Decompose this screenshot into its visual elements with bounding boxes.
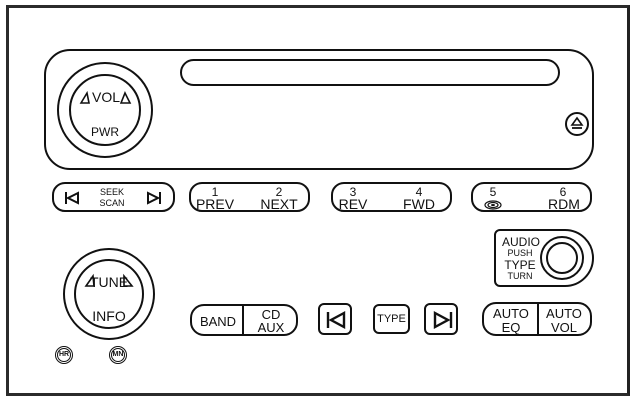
seek-label: SEEK [99,187,124,197]
skip-back-icon [326,311,346,329]
preset-5-6-button[interactable]: 5 6 RDM [471,182,592,212]
eject-icon [570,116,584,129]
band-button[interactable]: BAND [199,314,237,329]
eject-button[interactable] [565,112,589,136]
preset-5-number: 5 [489,185,497,199]
seek-back-icon [65,191,79,205]
volume-knob-inner [69,74,141,146]
hr-label: HR [58,351,70,358]
seek-forward-icon [147,191,161,205]
scan-label: SCAN [99,198,125,208]
cd-panel [44,49,594,170]
audio-panel: AUDIO PUSH TYPE TURN [494,229,594,287]
info-label: INFO [92,308,126,324]
prev-track-button[interactable] [318,303,352,335]
mn-button[interactable]: MN [109,346,127,364]
cd-slot [180,59,560,86]
tune-knob-inner [74,259,144,329]
cd-label[interactable]: CD [261,307,281,322]
preset-1-number: 1 [211,185,219,199]
power-label: PWR [91,125,119,139]
turn-label: TURN [507,271,533,281]
auto-eq-vol-button-group: AUTO EQ AUTO VOL [482,302,592,336]
band-cdaux-divider [242,306,244,334]
tune-knob[interactable] [63,248,155,340]
preset-2-number: 2 [275,185,283,199]
vol-arrows-icon [79,90,132,104]
preset-4-label: FWD [403,196,435,212]
volume-label: VOL [91,89,120,105]
tune-label: TUNE [89,274,129,290]
mn-label: MN [112,351,124,358]
push-label: PUSH [507,248,533,258]
next-track-button[interactable] [424,303,458,335]
audio-label: AUDIO [502,235,541,249]
seek-scan-button[interactable]: SEEK SCAN [52,182,175,212]
type-label: TYPE [377,313,406,325]
preset-6-label: RDM [548,196,580,212]
type-button[interactable]: TYPE [373,304,410,334]
preset-3-4-button[interactable]: 3 REV 4 FWD [331,182,452,212]
disc-icon [484,200,502,210]
type-label-audio: TYPE [504,258,536,272]
skip-forward-icon [433,311,453,329]
auto-eq-line1[interactable]: AUTO [493,306,529,321]
hr-button[interactable]: HR [55,346,73,364]
preset-6-number: 6 [559,185,567,199]
auto-divider [537,304,539,334]
audio-knob[interactable] [540,236,584,280]
auto-vol-line2[interactable]: VOL [550,320,577,335]
audio-knob-inner [546,242,578,274]
preset-4-number: 4 [415,185,423,199]
preset-3-label: REV [338,196,368,212]
volume-knob[interactable] [57,62,153,158]
tune-arrows-icon [84,273,134,287]
preset-2-label: NEXT [260,196,298,212]
auto-eq-line2[interactable]: EQ [501,320,521,335]
preset-1-2-button[interactable]: 1 PREV 2 NEXT [189,182,310,212]
preset-1-label: PREV [195,196,235,212]
diagram-frame [6,5,630,396]
aux-label[interactable]: AUX [257,320,285,335]
auto-vol-line1[interactable]: AUTO [546,306,582,321]
band-cdaux-button-group: BAND CD AUX [190,304,298,336]
preset-3-number: 3 [349,185,357,199]
